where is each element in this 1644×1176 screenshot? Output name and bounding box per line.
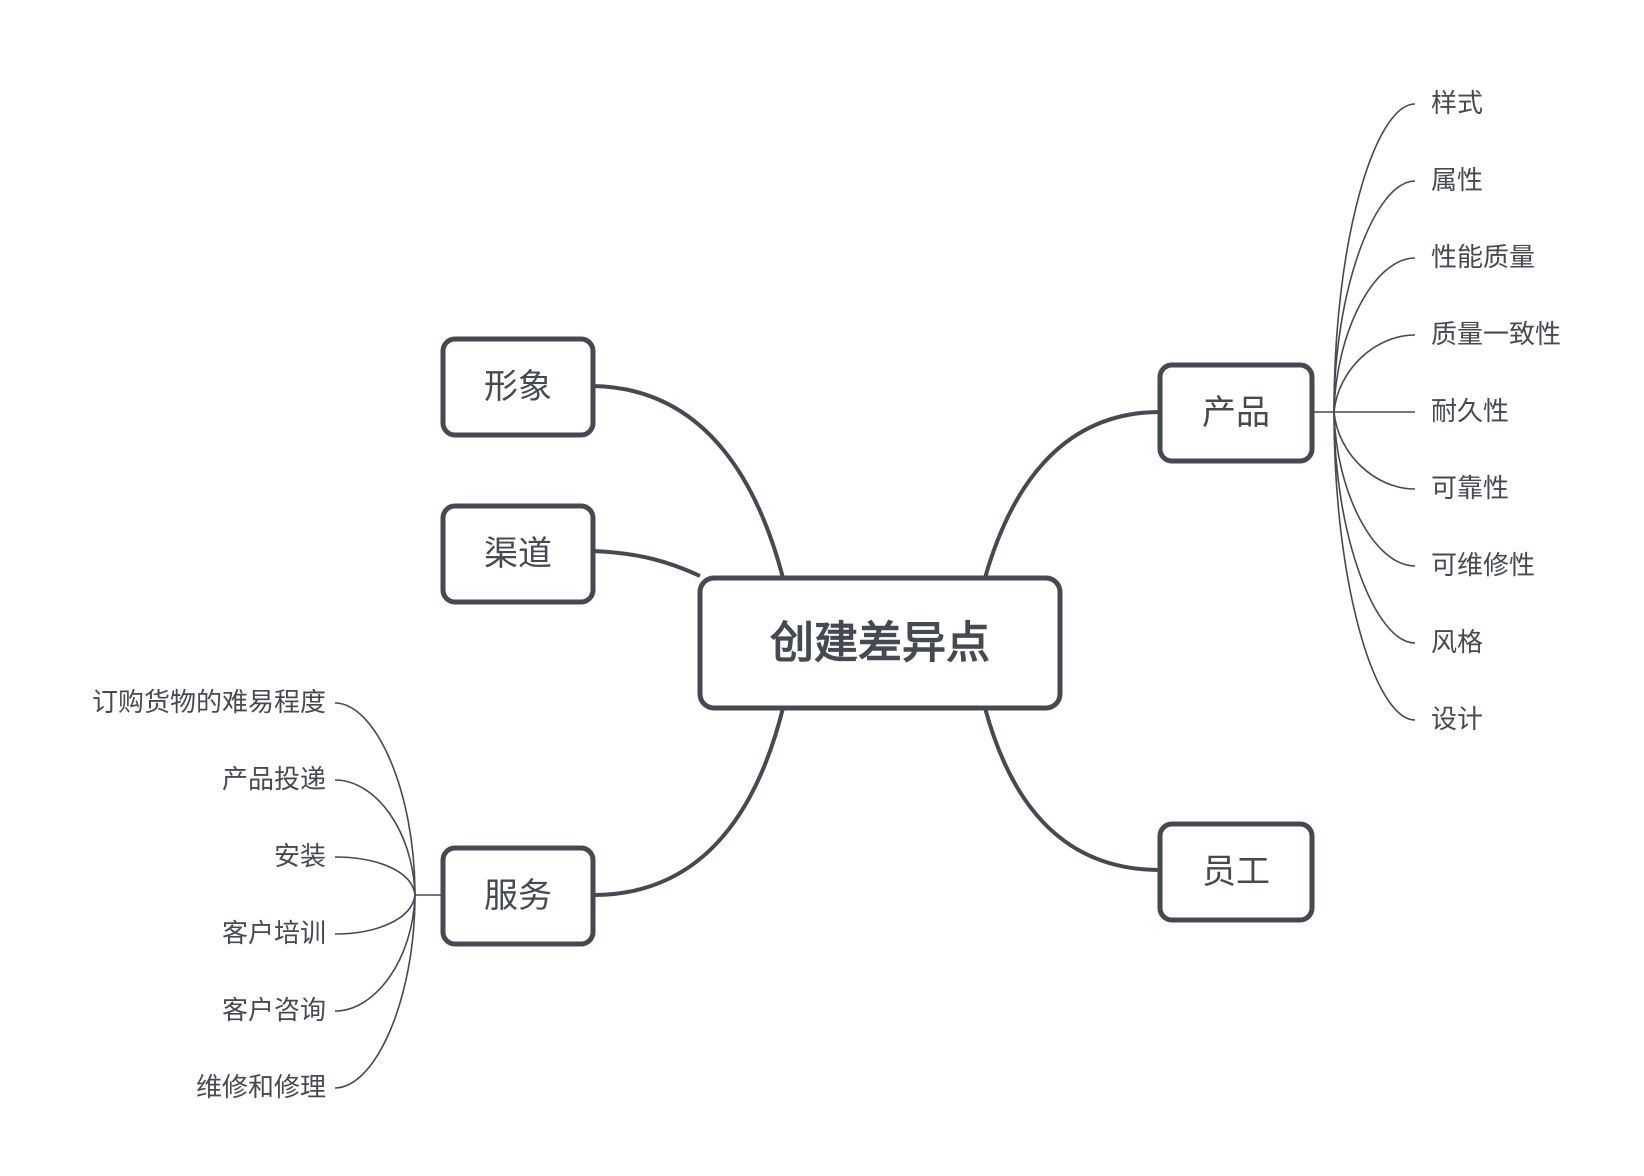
branch-label-product: 产品 [1202, 393, 1270, 433]
branch-label-service: 服务 [484, 876, 552, 916]
branch-label-image: 形象 [484, 367, 552, 407]
branch-node-staff[interactable]: 员工 [1157, 821, 1315, 923]
branch-node-image[interactable]: 形象 [440, 336, 596, 438]
center-label: 创建差异点 [770, 618, 990, 669]
link-service-leaf [334, 702, 443, 896]
branch-label-staff: 员工 [1202, 852, 1270, 892]
service-leaf-label[interactable]: 订购货物的难易程度 [92, 688, 326, 718]
link-product-leaf [1333, 180, 1416, 413]
link-center-product [983, 410, 1161, 579]
product-leaf-label[interactable]: 属性 [1431, 166, 1483, 196]
product-leaf-label[interactable]: 样式 [1431, 89, 1483, 119]
product-leaf-label[interactable]: 可维修性 [1431, 551, 1535, 581]
link-service-leaf [334, 856, 416, 896]
connector-layer [334, 103, 1416, 1089]
link-center-channel [592, 549, 701, 578]
link-product-leaf [1333, 411, 1416, 644]
link-center-staff [983, 707, 1161, 872]
product-leaf-label[interactable]: 风格 [1431, 628, 1483, 658]
service-leaf-label[interactable]: 客户培训 [222, 919, 326, 949]
branch-node-service[interactable]: 服务 [440, 845, 596, 947]
service-leaf-label[interactable]: 产品投递 [222, 765, 326, 795]
link-product-leaf [1333, 411, 1416, 721]
service-leaf-links [334, 702, 443, 1089]
link-product-leaf [1333, 257, 1416, 413]
link-center-image [592, 384, 785, 579]
branch-node-product[interactable]: 产品 [1157, 362, 1315, 464]
center-node[interactable]: 创建差异点 [697, 575, 1063, 711]
service-leaf-label[interactable]: 安装 [274, 842, 326, 872]
link-product-leaf [1333, 411, 1416, 490]
link-product-leaf [1312, 103, 1416, 413]
service-leaves: 订购货物的难易程度 产品投递 安装 客户培训 客户咨询 维修和修理 [92, 688, 326, 1103]
service-leaf-label[interactable]: 维修和修理 [196, 1073, 326, 1103]
link-service-leaf [334, 894, 416, 1012]
product-leaf-label[interactable]: 耐久性 [1431, 397, 1509, 427]
link-center-service [592, 707, 785, 897]
product-leaf-label[interactable]: 质量一致性 [1431, 320, 1561, 350]
product-leaf-label[interactable]: 性能质量 [1431, 243, 1535, 273]
product-leaf-label[interactable]: 可靠性 [1431, 474, 1509, 504]
link-product-leaf [1333, 411, 1416, 567]
product-leaf-links [1312, 103, 1416, 721]
link-service-leaf [334, 894, 416, 1089]
product-leaf-label[interactable]: 设计 [1431, 705, 1483, 735]
service-leaf-label[interactable]: 客户咨询 [222, 996, 326, 1026]
link-service-leaf [334, 779, 416, 896]
link-product-leaf [1333, 334, 1416, 413]
branch-label-channel: 渠道 [484, 534, 552, 574]
branch-node-channel[interactable]: 渠道 [440, 503, 596, 605]
link-service-leaf [334, 894, 416, 935]
product-leaves: 样式 属性 性能质量 质量一致性 耐久性 可靠性 可维修性 风格 设计 [1431, 89, 1561, 735]
